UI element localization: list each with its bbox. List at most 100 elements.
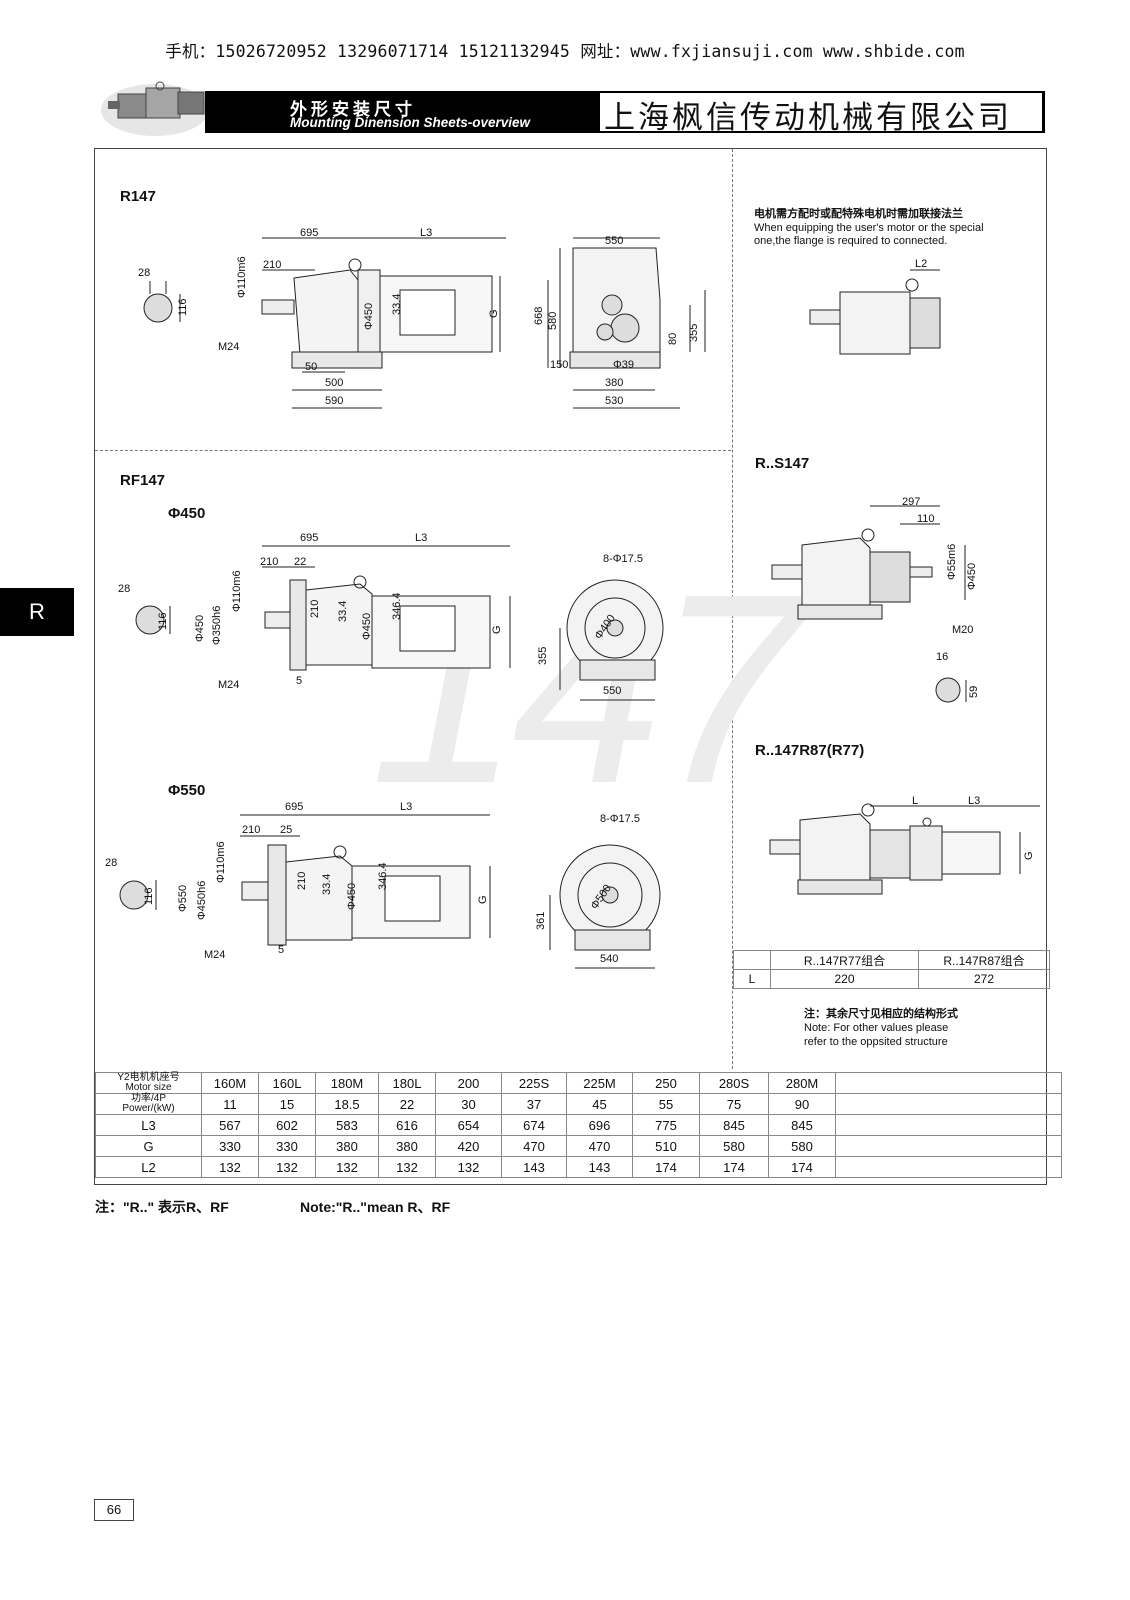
dim-rf550-695: 695 [285,801,303,813]
table-cell: 132 [201,1156,259,1178]
dim-comb-l3: L3 [968,795,980,807]
dim-rf450-l3: L3 [415,532,427,544]
dim-rf550-g: G [477,895,489,904]
dim-rf450-end-bolts: 8-Φ17.5 [603,553,643,565]
dim-rs-m20: M20 [952,624,973,636]
dim-r147-end-80: 80 [667,333,679,345]
vertical-divider [732,149,733,1069]
page-number: 66 [94,1499,134,1521]
table-cell: 330 [258,1135,316,1157]
motor-size-cell: 180L [378,1072,436,1094]
dim-rf550-25: 25 [280,824,292,836]
table-cell: 380 [315,1135,379,1157]
row-label: L3 [95,1114,202,1136]
dim-r147-50: 50 [305,361,317,373]
row-label: L2 [95,1156,202,1178]
combo-value-r77: 220 [770,969,919,989]
spec-blank [835,1156,1062,1178]
banner-title-en: Mounting Dinension Sheets-overview [290,115,531,130]
power-cell: 55 [632,1093,700,1115]
table-cell: 674 [501,1114,567,1136]
dim-rf550-key-28: 28 [105,857,117,869]
dim-rf450-5: 5 [296,675,302,687]
spec-row-g: G 330 330 380 380 420 470 470 510 580 58… [95,1135,1062,1157]
title-r147r87: R..147R87(R77) [755,742,865,759]
dim-rf550-3464: 346.4 [377,862,389,890]
contact-line: 手机：15026720952 13296071714 15121132945 网… [165,42,965,61]
dim-rf550-l3: L3 [400,801,412,813]
table-cell: 470 [566,1135,633,1157]
table-cell: 845 [699,1114,769,1136]
dim-rf450-key-28: 28 [118,583,130,595]
dim-rf450-phi450: Φ450 [361,613,373,640]
motor-size-cell: 225M [566,1072,633,1094]
table-cell: 845 [768,1114,836,1136]
dim-rf450-key-116: 116 [157,612,169,630]
dim-rf450-phi450b: Φ450 [194,615,206,642]
dim-rs-297: 297 [902,496,920,508]
dim-rs-16: 16 [936,651,948,663]
dim-rf450-end-550: 550 [603,685,621,697]
dim-rs-59: 59 [968,686,980,698]
power-cell: 45 [566,1093,633,1115]
combo-table: R..147R77组合 R..147R87组合 L 220 272 [733,950,1050,989]
footnote-cn: 注："R.." 表示R、RF [95,1199,229,1215]
dim-rf550-end-bolts: 8-Φ17.5 [600,813,640,825]
dim-r147-phi110: Φ110m6 [236,256,248,298]
table-cell: 470 [501,1135,567,1157]
spec-blank [835,1093,1062,1115]
spec-blank [835,1135,1062,1157]
dim-rf450-210v: 210 [309,600,321,618]
flange-note-en1: When equipping the user's motor or the s… [754,221,984,234]
dim-rf550-phi450: Φ450 [346,883,358,910]
row-label: G [95,1135,202,1157]
dim-rf550-210v: 210 [296,872,308,890]
combo-row-label: L [733,969,771,989]
table-cell: 132 [378,1156,436,1178]
power-cell: 30 [435,1093,502,1115]
dim-r147-end-530: 530 [605,395,623,407]
other-note-en1: Note: For other values please [804,1022,949,1034]
motor-size-cell: 160L [258,1072,316,1094]
dim-rf550-334: 33.4 [321,874,333,895]
title-phi450: Φ450 [168,505,206,522]
motor-size-cell: 200 [435,1072,502,1094]
table-cell: 654 [435,1114,502,1136]
spec-table: Y2电机机座号 Motor size 160M 160L 180M 180L 2… [95,1072,1062,1178]
table-cell: 330 [201,1135,259,1157]
table-cell: 143 [566,1156,633,1178]
dim-rs-phi55: Φ55m6 [946,544,958,580]
table-cell: 580 [768,1135,836,1157]
combo-header-r87: R..147R87组合 [918,950,1050,970]
table-cell: 583 [315,1114,379,1136]
other-values-note: 注：其余尺寸见相应的结构形式 Note: For other values pl… [804,1007,958,1049]
power-cell: 22 [378,1093,436,1115]
company-name: 上海枫信传动机械有限公司 [604,100,1012,136]
power-label: 功率/4P Power/(kW) [95,1093,202,1115]
spec-blank [835,1072,1062,1094]
motor-size-cell: 280S [699,1072,769,1094]
power-label-cn: 功率/4P [130,1093,166,1104]
dim-r147-key-116: 116 [177,298,189,316]
dim-r147-334: 33.4 [391,294,403,315]
motor-size-cell: 250 [632,1072,700,1094]
dim-rf450-m24: M24 [218,679,239,691]
dim-rf450-end-355: 355 [537,647,549,665]
dim-r147-phi450: Φ450 [363,303,375,330]
dim-r147-500: 500 [325,377,343,389]
horizontal-divider [95,450,731,451]
gearbox-logo [100,68,220,143]
drawing-frame [94,148,1047,1185]
table-cell: 380 [378,1135,436,1157]
dim-r147-end-150: 150 [550,359,568,371]
dim-r147-end-580: 580 [547,312,559,330]
dim-rf450-210: 210 [260,556,278,568]
table-cell: 580 [699,1135,769,1157]
table-cell: 174 [699,1156,769,1178]
dim-r147-end-355: 355 [688,324,700,342]
spec-blank [835,1114,1062,1136]
dim-rs-110: 110 [917,513,935,525]
table-cell: 132 [435,1156,502,1178]
table-cell: 616 [378,1114,436,1136]
